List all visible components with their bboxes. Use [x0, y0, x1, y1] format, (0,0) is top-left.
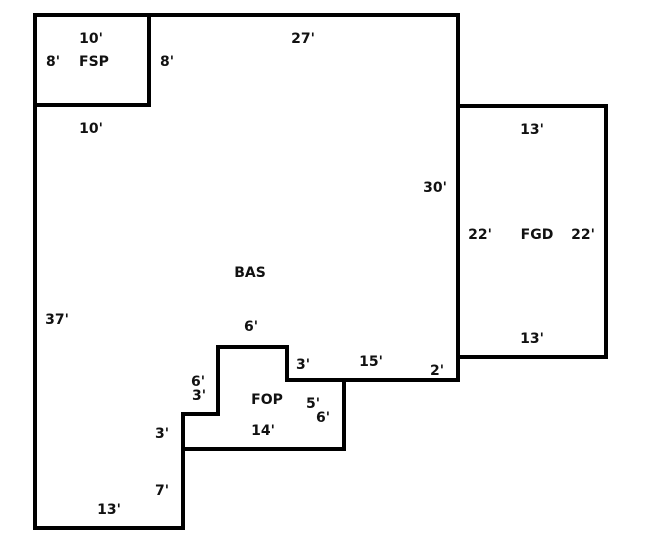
- bas-right-lower-dimension: 15': [359, 354, 383, 370]
- fsp-area-label: FSP: [79, 54, 109, 70]
- fop-area-label: FOP: [251, 392, 283, 408]
- bas-top-dimension: 27': [291, 31, 315, 47]
- bas-bottom-dimension: 13': [97, 502, 121, 518]
- fgd-top-dimension: 13': [520, 122, 544, 138]
- fgd-bottom-dimension: 13': [520, 331, 544, 347]
- bas-step-inner-dimension: 3': [155, 426, 169, 442]
- fop-outline: [181, 345, 346, 451]
- fop-left-dimension-b: 3': [192, 388, 206, 404]
- fsp-bottom-dimension: 10': [79, 121, 103, 137]
- fsp-top-dimension: 10': [79, 31, 103, 47]
- fsp-left-dimension: 8': [46, 54, 60, 70]
- fsp-right-dimension: 8': [160, 54, 174, 70]
- bas-corner-drop-dimension: 2': [430, 363, 444, 379]
- bas-outline: [33, 13, 460, 530]
- bas-left-dimension: 37': [45, 312, 69, 328]
- fgd-right-dimension: 22': [571, 227, 595, 243]
- bas-step-outer-dimension: 7': [155, 483, 169, 499]
- bas-right-dimension: 30': [423, 180, 447, 196]
- fop-bottom-dimension: 14': [251, 423, 275, 439]
- fop-right-dimension-a: 5': [306, 396, 320, 412]
- bas-notch-drop-dimension: 3': [296, 357, 310, 373]
- bas-notch-top-dimension: 6': [244, 319, 258, 335]
- fop-left-dimension-a: 6': [191, 374, 205, 390]
- fgd-outline: [456, 104, 608, 359]
- bas-area-label: BAS: [234, 265, 266, 281]
- fgd-left-dimension: 22': [468, 227, 492, 243]
- fop-right-dimension-b: 6': [316, 410, 330, 426]
- fsp-outline: [33, 13, 151, 107]
- fgd-area-label: FGD: [521, 227, 554, 243]
